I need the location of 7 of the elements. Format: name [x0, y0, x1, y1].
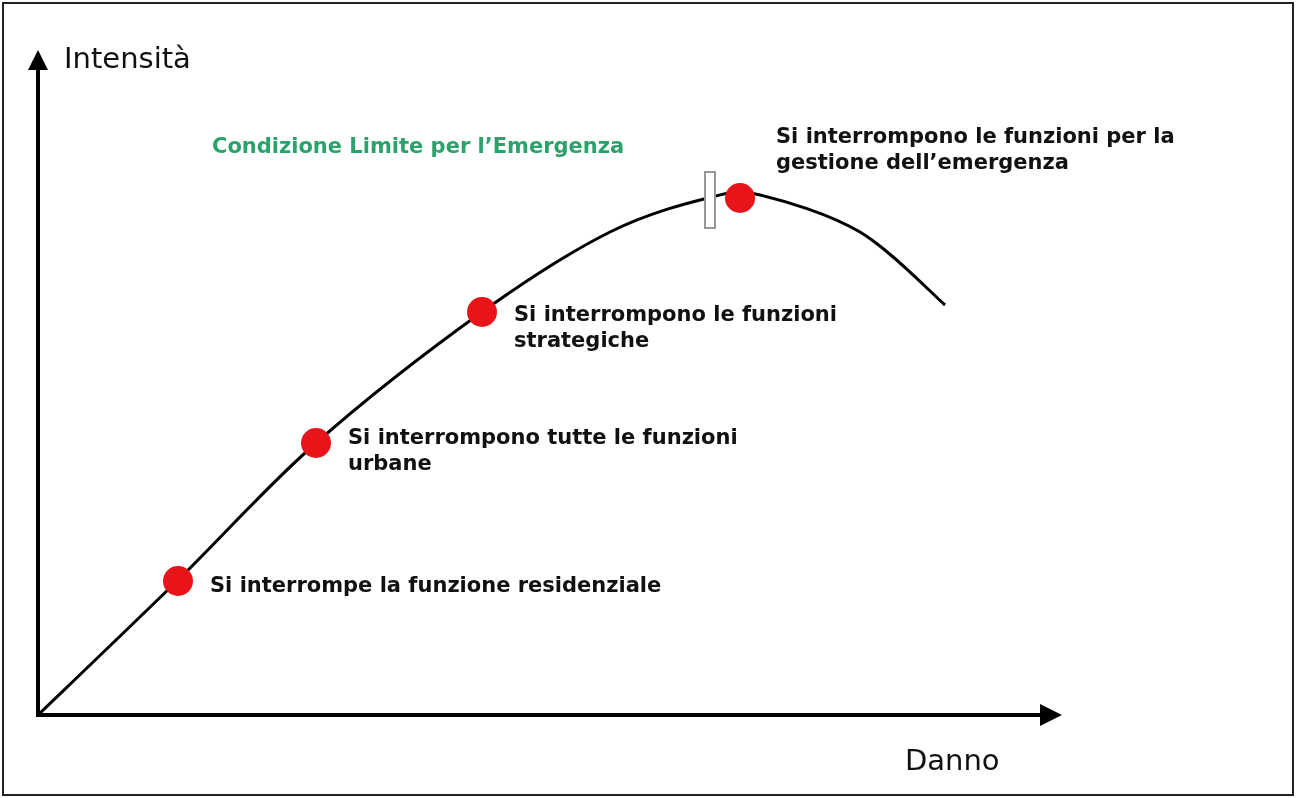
point-label: Si interrompono le funzioni per la gestione dell’emergenza [776, 123, 1176, 176]
point-label: Si interrompe la funzione residenziale [210, 572, 663, 599]
axis-title: Intensità [64, 40, 192, 77]
point-label: Si interrompono tutte le funzioni urbane [348, 424, 739, 477]
axis-title: Danno [905, 742, 1001, 779]
annotation-label: Condizione Limite per l’Emergenza [212, 133, 626, 160]
point-label: Si interrompono le funzioni strategiche [514, 301, 839, 354]
